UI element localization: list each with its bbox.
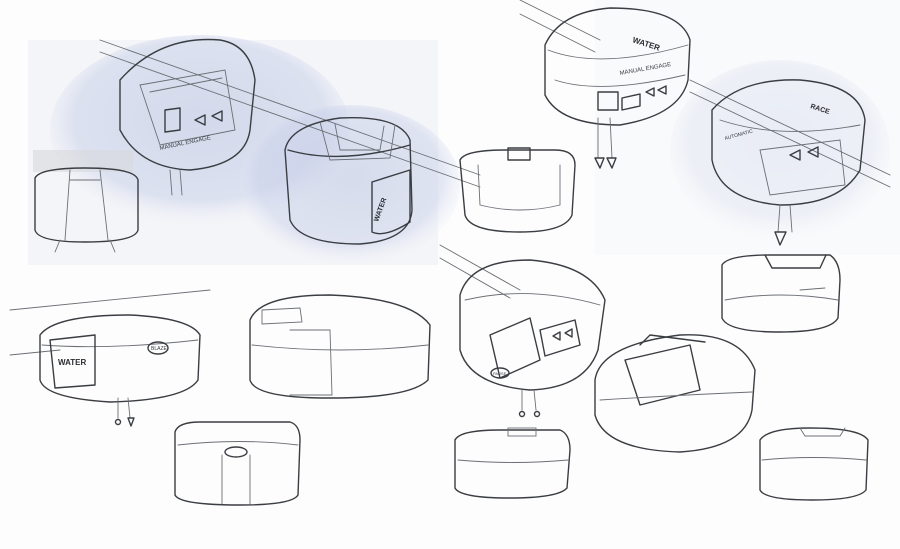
rail-line	[439, 244, 521, 291]
opener-side-sketch-right	[721, 254, 841, 333]
rail-line	[9, 349, 61, 356]
badge-wordmark: WATER	[58, 358, 87, 367]
opener-front-sketch-small	[33, 150, 139, 253]
opener-lid-view	[594, 334, 756, 453]
opener-mid-sketch	[249, 294, 431, 399]
rail-line	[689, 91, 891, 188]
opener-badge-view: WATER BLAZE	[39, 314, 201, 427]
opener-bottom-center	[454, 427, 571, 499]
opener-bottom-right	[759, 427, 869, 501]
rail-line	[519, 13, 596, 53]
badge-text: BLAZE	[151, 346, 168, 352]
rail-line	[99, 39, 481, 176]
keypad-button-text: PAUSE	[493, 371, 507, 376]
opener-bottom-front	[174, 421, 301, 506]
rail-line	[99, 51, 481, 188]
opener-tilted-keypad: PAUSE	[459, 259, 606, 418]
opener-front-sketch-u	[459, 147, 576, 233]
rail-line	[689, 79, 891, 176]
rail-line	[9, 289, 211, 311]
rail-line	[439, 257, 511, 299]
rail-line	[519, 0, 601, 41]
ceiling-block	[33, 150, 133, 172]
